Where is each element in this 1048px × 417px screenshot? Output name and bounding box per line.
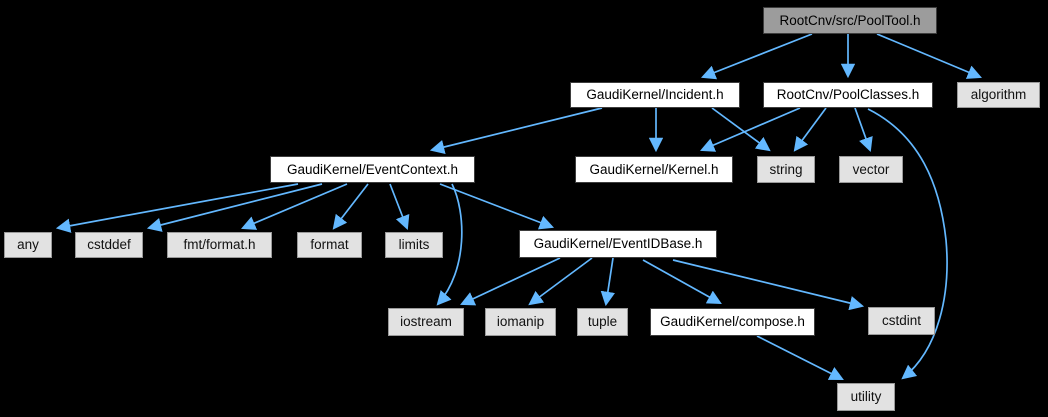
edge-poolclasses-vector <box>854 107 873 153</box>
edge-eventidbase-tuple <box>600 257 615 307</box>
node-any: any <box>4 232 52 258</box>
node-gaudikernel-eventidbase-h[interactable]: GaudiKernel/EventIDBase.h <box>519 230 717 258</box>
edge-eventidbase-compose <box>642 259 722 305</box>
edge-poolclasses-utility <box>867 108 948 380</box>
node-iostream: iostream <box>388 308 464 336</box>
node-gaudikernel-compose-h[interactable]: GaudiKernel/compose.h <box>650 308 815 336</box>
edge-eventcontext-fmtformat <box>241 183 348 230</box>
edge-eventidbase-iostream <box>460 257 561 306</box>
edge-eventcontext-limits <box>389 183 410 231</box>
edge-eventcontext-eventidbase <box>439 183 555 230</box>
edge-pooltool-algorithm <box>876 33 983 79</box>
node-tuple: tuple <box>577 308 628 336</box>
node-limits: limits <box>385 232 443 258</box>
node-rootcnv-poolclasses-h[interactable]: RootCnv/PoolClasses.h <box>763 82 933 108</box>
node-string: string <box>757 156 815 183</box>
node-algorithm: algorithm <box>957 82 1040 108</box>
node-rootcnv-src-pooltool-h: RootCnv/src/PoolTool.h <box>763 7 937 34</box>
edge-eventcontext-iostream <box>436 183 463 306</box>
node-gaudikernel-kernel-h[interactable]: GaudiKernel/Kernel.h <box>575 156 733 183</box>
node-cstdint: cstdint <box>868 307 935 335</box>
node-utility: utility <box>837 383 895 411</box>
edge-eventcontext-cstddef <box>146 183 323 232</box>
node-gaudikernel-incident-h[interactable]: GaudiKernel/Incident.h <box>570 82 740 108</box>
edge-poolclasses-string <box>793 107 827 152</box>
node-cstddef: cstddef <box>75 232 143 258</box>
edge-compose-utility <box>756 335 844 380</box>
node-fmt-format-h: fmt/format.h <box>167 232 272 258</box>
node-format: format <box>297 232 362 258</box>
edge-eventcontext-format <box>332 183 369 230</box>
node-vector: vector <box>839 156 903 183</box>
edge-eventidbase-iomanip <box>528 257 593 306</box>
node-gaudikernel-eventcontext-h[interactable]: GaudiKernel/EventContext.h <box>270 156 475 183</box>
edge-incident-eventcontext <box>429 107 603 155</box>
edge-incident-string <box>711 107 771 152</box>
edge-poolclasses-kernel <box>700 107 801 152</box>
edge-pooltool-incident <box>700 33 813 80</box>
edge-eventcontext-any <box>55 183 299 233</box>
edge-eventidbase-cstdint <box>672 259 865 311</box>
node-iomanip: iomanip <box>485 308 556 336</box>
